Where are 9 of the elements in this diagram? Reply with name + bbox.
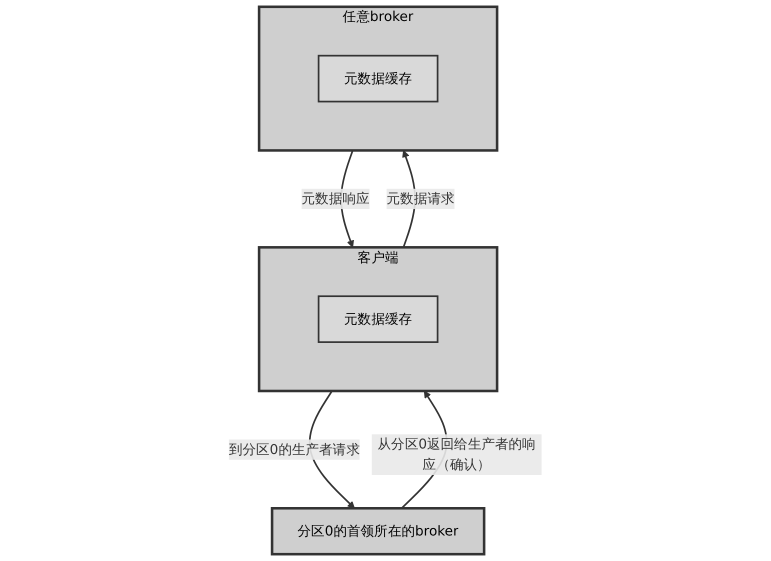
node-box — [271, 507, 486, 556]
node-box — [318, 295, 439, 343]
edge-label: 元数据响应 — [302, 190, 370, 207]
edge-label: 从分区0返回给生产者的响应（确认） — [378, 436, 536, 472]
edge-label: 元数据请求 — [386, 190, 455, 207]
edge-label: 到分区0的生产者请求 — [229, 441, 360, 458]
cluster — [258, 6, 499, 152]
cluster — [258, 246, 499, 392]
node-box — [318, 54, 439, 102]
